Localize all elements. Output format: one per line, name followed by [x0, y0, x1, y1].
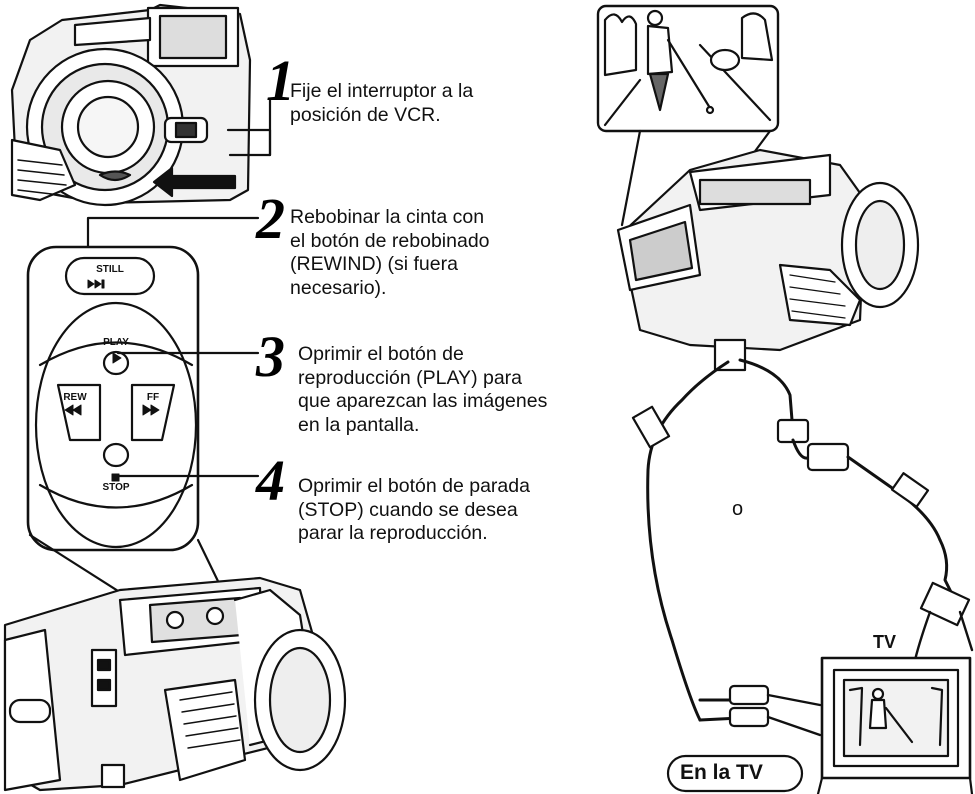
tv-label: TV: [873, 632, 897, 652]
camcorder-bottom-illustration: [3, 576, 347, 792]
step-3-line-2: reproducción (PLAY) para: [298, 366, 523, 389]
step-1-line-1: Fije el interruptor a la: [290, 80, 474, 102]
step-3-line-3: que aparezcan las imágenes: [298, 390, 548, 412]
step-3-line-1: Oprimir el botón de: [298, 343, 464, 365]
step-2-line-2: el botón de rebobinado: [290, 229, 490, 252]
step-2-number: 2: [256, 186, 285, 251]
step-2-line-1: Rebobinar la cinta con: [290, 206, 485, 228]
step-1-number: 1: [266, 48, 295, 113]
step-3-line-4: en la pantalla.: [298, 413, 420, 436]
step-3-text: Oprimir el botón de reproducción (PLAY) …: [298, 343, 547, 437]
step-4-number: 4: [256, 448, 285, 513]
still-button-label: STILL: [96, 264, 124, 275]
step-2-line-3: (REWIND) (si fuera: [290, 253, 458, 275]
step-2-text: Rebobinar la cinta con el botón de rebob…: [290, 206, 490, 300]
step-2-line-4: necesario).: [290, 276, 387, 299]
step-4-line-3: parar la reproducción.: [298, 522, 488, 544]
step-4-text: Oprimir el botón de parada (STOP) cuando…: [298, 475, 530, 546]
step-1-text: Fije el interruptor a la posición de VCR…: [290, 80, 473, 127]
camcorder-top-illustration: [10, 3, 272, 207]
control-panel-illustration: [26, 245, 200, 552]
or-label: o: [732, 498, 744, 520]
camcorder-right-illustration: [616, 148, 920, 372]
stop-button-label: STOP: [102, 482, 130, 493]
ff-button-label: FF: [146, 392, 160, 403]
golfer-inset-illustration: [596, 4, 780, 227]
en-la-tv-label: En la TV: [680, 761, 763, 784]
step-1-line-2: posición de VCR.: [290, 103, 441, 126]
step-4-line-1: Oprimir el botón de parada: [298, 475, 530, 497]
av-cables-illustration: [631, 358, 974, 737]
rew-button-label: REW: [63, 392, 87, 403]
step-4-line-2: (STOP) cuando se desea: [298, 498, 518, 521]
step-3-number: 3: [256, 324, 285, 389]
tv-illustration: [816, 656, 974, 794]
play-button-label: PLAY: [103, 337, 129, 348]
